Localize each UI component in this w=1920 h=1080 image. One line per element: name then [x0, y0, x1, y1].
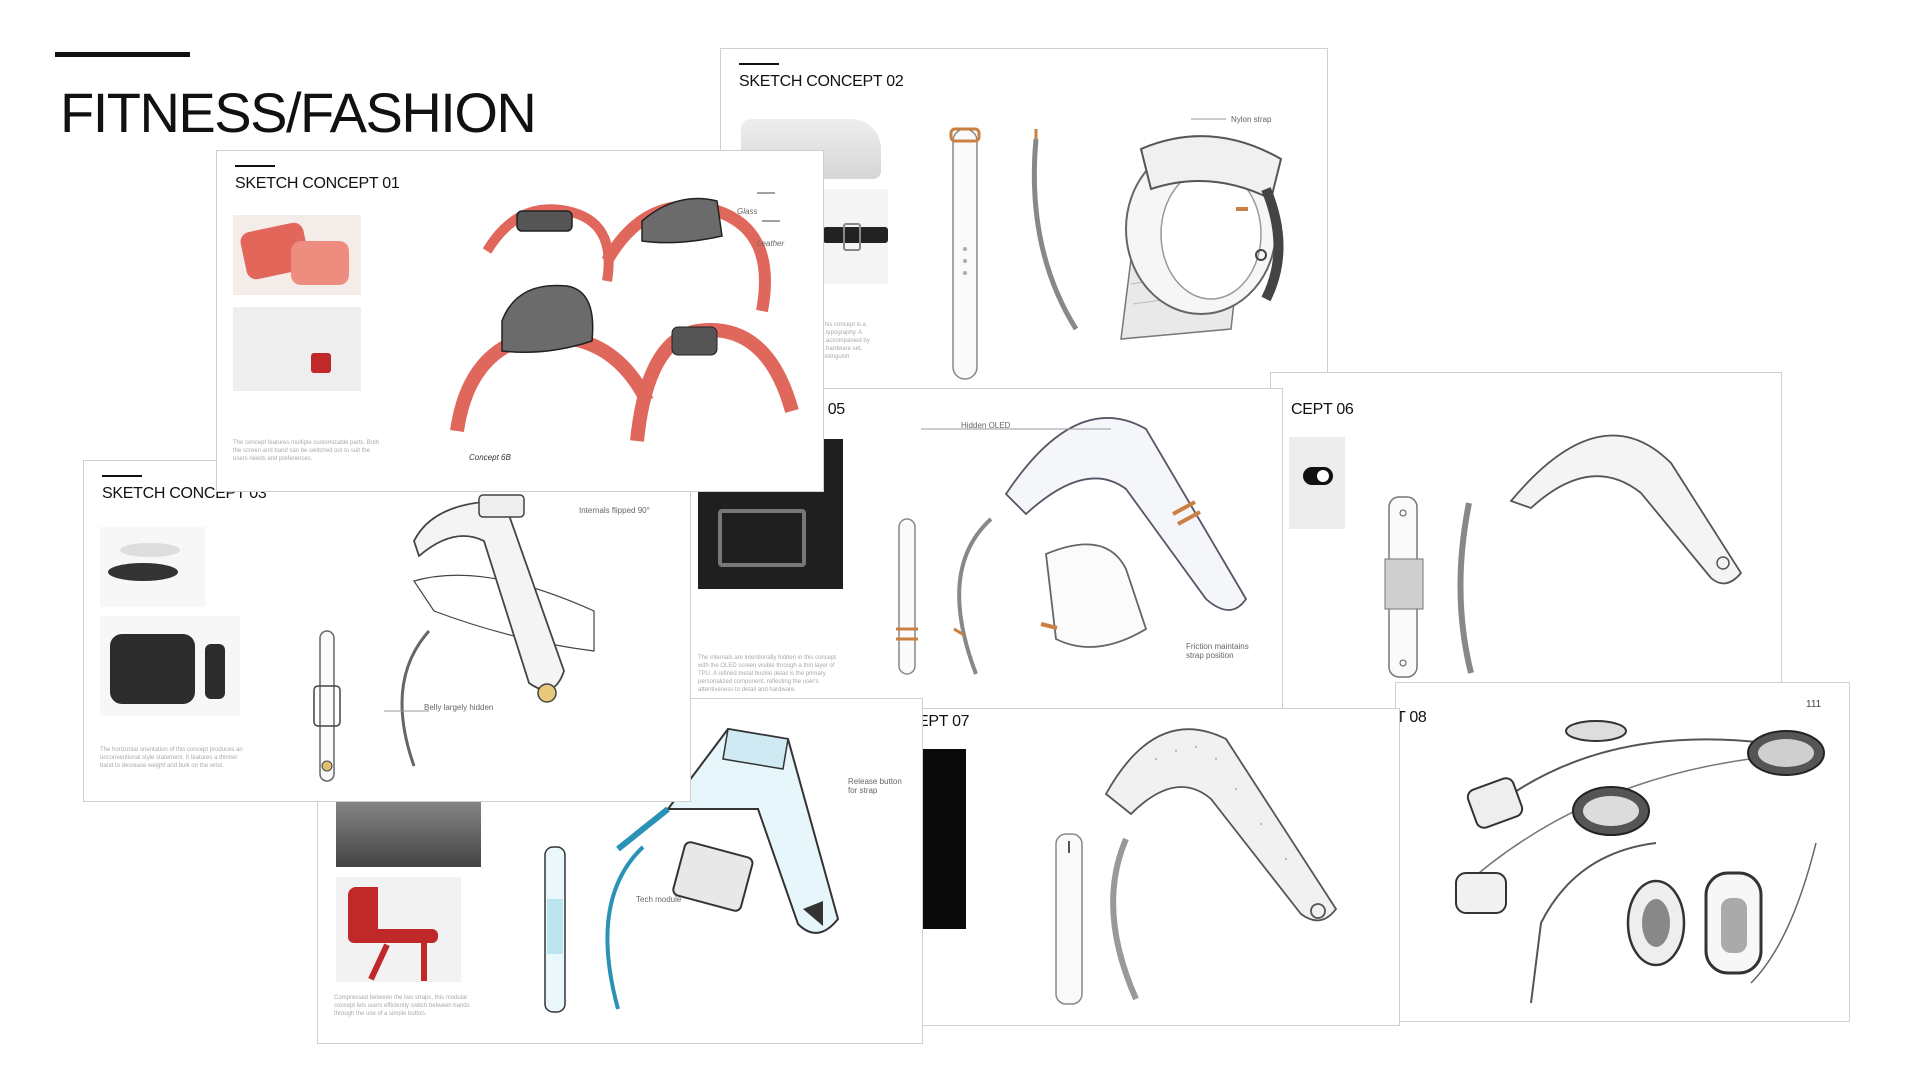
page-title: FITNESS/FASHION [60, 81, 537, 144]
sketch-wave-band [1384, 434, 1743, 678]
sheet-description: The horizontal orientation of this conce… [100, 747, 243, 770]
sheet-title: EPT 07 [918, 713, 970, 730]
sheet-rule [102, 475, 142, 477]
sketch-speckled-band [1055, 728, 1338, 1005]
sketch-hidden-oled-band [896, 417, 1248, 675]
belt-photo [823, 189, 888, 284]
annotation-nylon-strap: Nylon strap [1231, 115, 1272, 124]
sketch-sheet-concept-01: SKETCH CONCEPT 01 The concept features m… [216, 150, 824, 492]
page-number: 111 [1806, 699, 1822, 710]
dark-texture-photo [916, 749, 966, 929]
title-rule [55, 52, 190, 57]
toggle-photo [1289, 437, 1345, 529]
annotation-glass: Glass [737, 207, 758, 216]
sheet-description: This concept is a ...typography. A ...ac… [821, 322, 870, 361]
red-chair-photo [336, 877, 461, 982]
annotation-hidden-oled: Hidden OLED [961, 421, 1011, 430]
sheet-rule [739, 63, 779, 65]
sheet-description: The concept features multiple customizab… [233, 440, 380, 463]
sketch-modular-tech-band [544, 727, 840, 1013]
sheet-description: Compressed between the two straps, this … [334, 995, 470, 1018]
annotation-tech-module: Tech module [636, 895, 682, 904]
sketch-band-on-stand [1120, 118, 1284, 340]
sheet-description: The internals are intentionally hidden i… [698, 655, 837, 694]
red-cube-photo [233, 307, 361, 391]
annotation-internals-flipped: Internals flipped 90° [579, 506, 650, 515]
annotation-concept-6b: Concept 6B [469, 453, 511, 462]
motorcycle-photo [336, 799, 481, 867]
sheet-title: SKETCH CONCEPT 01 [235, 175, 400, 192]
annotation-release-button: Release button for strap [848, 777, 902, 795]
sketch-red-bands [450, 192, 799, 442]
red-mesh-cases-photo [233, 215, 361, 295]
annotation-belly-hidden: Belly largely hidden [424, 703, 494, 712]
sketch-horizontal-band [313, 494, 595, 782]
stones-photo [100, 527, 205, 607]
router-device-photo [100, 616, 240, 716]
annotation-leather: Leather [757, 239, 785, 248]
sheet-title: T 08 [1396, 709, 1427, 726]
sketch-sheet-concept-07: EPT 07 [905, 708, 1400, 1026]
sketch-sheet-concept-03: SKETCH CONCEPT 03 The horizontal orienta… [83, 460, 691, 802]
annotation-friction: Friction maintains strap position [1186, 642, 1249, 660]
sketch-strap-flat [949, 127, 1079, 380]
sheet-title: CEPT 06 [1291, 401, 1354, 418]
sketch-sheet-concept-06: CEPT 06 [1270, 372, 1782, 718]
sketch-ring-band-variations [1455, 720, 1825, 1004]
sheet-title: SKETCH CONCEPT 02 [739, 73, 904, 90]
sketch-sheet-concept-08: T 08 111 [1395, 682, 1850, 1022]
sheet-rule [235, 165, 275, 167]
